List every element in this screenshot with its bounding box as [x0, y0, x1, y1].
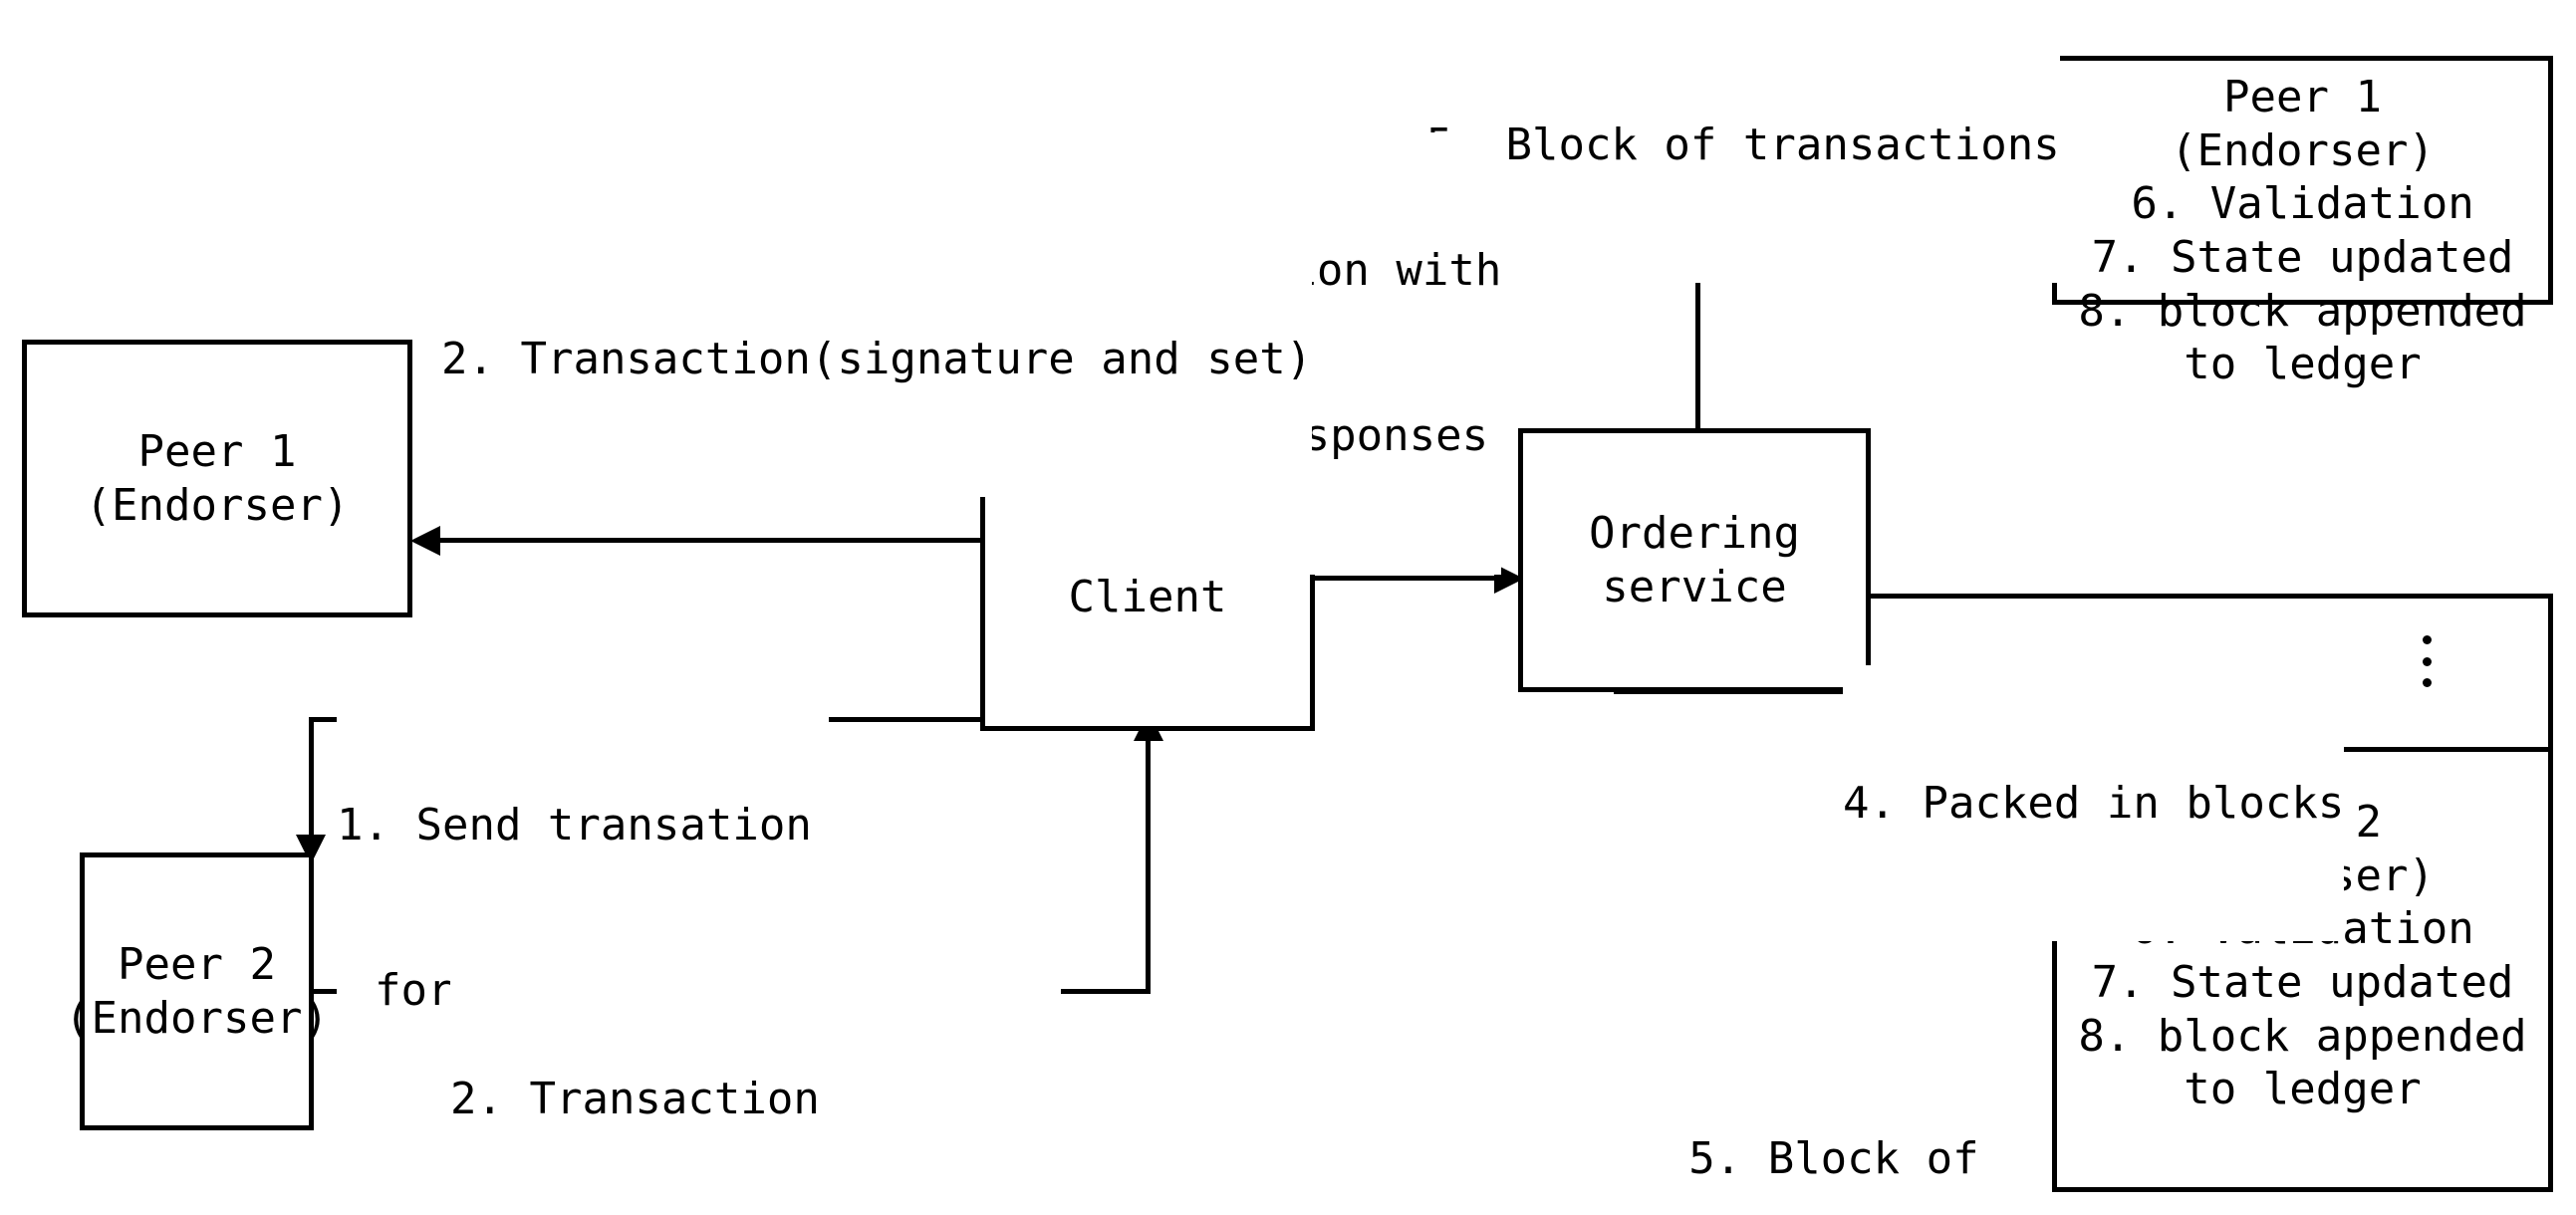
label-step2-transaction: 2. Transaction	[450, 961, 820, 1215]
node-peer1-right-line-3: 7. State updated	[2091, 232, 2514, 284]
connector-client-to-peer1-left	[418, 538, 981, 543]
label-step5-bottom-line-0: 5. Block of	[1688, 1132, 1979, 1184]
connector-ordering-to-peer2-right-vertical	[2548, 594, 2553, 753]
label-step4: 4. Packed in blocks	[1843, 665, 2345, 942]
connector-peer2-to-client-seg-b	[1061, 989, 1151, 994]
label-step2-signature-line-0: 2. Transaction(signature and set)	[441, 333, 1313, 384]
ellipsis-dot	[2422, 656, 2432, 666]
ellipsis-dot	[2422, 678, 2432, 687]
label-step2-signature: 2. Transaction(signature and set)	[441, 221, 1313, 498]
connector-ordering-to-peer1-right-vertical	[1695, 139, 1700, 433]
node-peer1-left-line-0: Peer 1	[137, 425, 297, 477]
node-ordering-service[interactable]: Ordering service	[1518, 428, 1871, 692]
node-peer1-right-line-5: to ledger	[2184, 339, 2422, 390]
node-peer1-right-line-0: Peer 1	[2223, 72, 2382, 122]
label-step4-line-0: 4. Packed in blocks	[1843, 777, 2345, 829]
node-peer1-left-line-1: (Endorser)	[85, 479, 350, 531]
node-ordering-service-line-1: service	[1602, 561, 1787, 612]
connector-ordering-to-peer2-right-horizontal	[1869, 594, 2553, 599]
node-peer2-left-line-0: Peer 2	[118, 938, 276, 990]
connector-client-to-ordering	[1313, 576, 1512, 581]
node-peer2-right-line-5: to ledger	[2184, 1064, 2422, 1115]
arrowhead-to-peer1-left	[410, 526, 440, 556]
node-peer1-right-line-4: 8. block appended	[2078, 285, 2527, 337]
node-peer2-right-line-4: 8. block appended	[2078, 1010, 2527, 1062]
connector-client-to-peer2-seg-b	[829, 717, 983, 722]
node-peer1-right[interactable]: Peer 1 (Endorser) 6. Validation 7. State…	[2052, 56, 2553, 389]
label-step1-line-0: 1. Send transation	[337, 799, 812, 850]
connector-client-to-peer2-vertical	[309, 717, 314, 847]
label-step5-top-line-0: 5. Block of transactions	[1426, 119, 2060, 170]
node-peer2-left[interactable]: Peer 2 (Endorser)	[65, 852, 329, 1130]
node-peer2-left-line-1: (Endorser)	[65, 992, 329, 1044]
connector-peer2-to-client-vertical	[1146, 737, 1151, 991]
label-step2-transaction-line-0: 2. Transaction	[450, 1073, 820, 1124]
node-peer2-right-line-3: 7. State updated	[2091, 957, 2514, 1009]
node-peer1-right-line-2: 6. Validation	[2131, 178, 2474, 230]
node-peer1-right-line-1: (Endorser)	[2171, 124, 2435, 176]
vertical-ellipsis-icon	[2421, 635, 2433, 687]
ellipsis-dot	[2422, 635, 2432, 644]
node-peer1-left[interactable]: Peer 1 (Endorser)	[22, 340, 412, 617]
node-ordering-service-line-0: Ordering	[1589, 507, 1800, 559]
label-step5-bottom: 5. Block of transactions	[1675, 1021, 1992, 1215]
label-step5-top: 5. Block of transactions	[1426, 7, 2060, 284]
node-client-line-0: Client	[1068, 572, 1227, 623]
